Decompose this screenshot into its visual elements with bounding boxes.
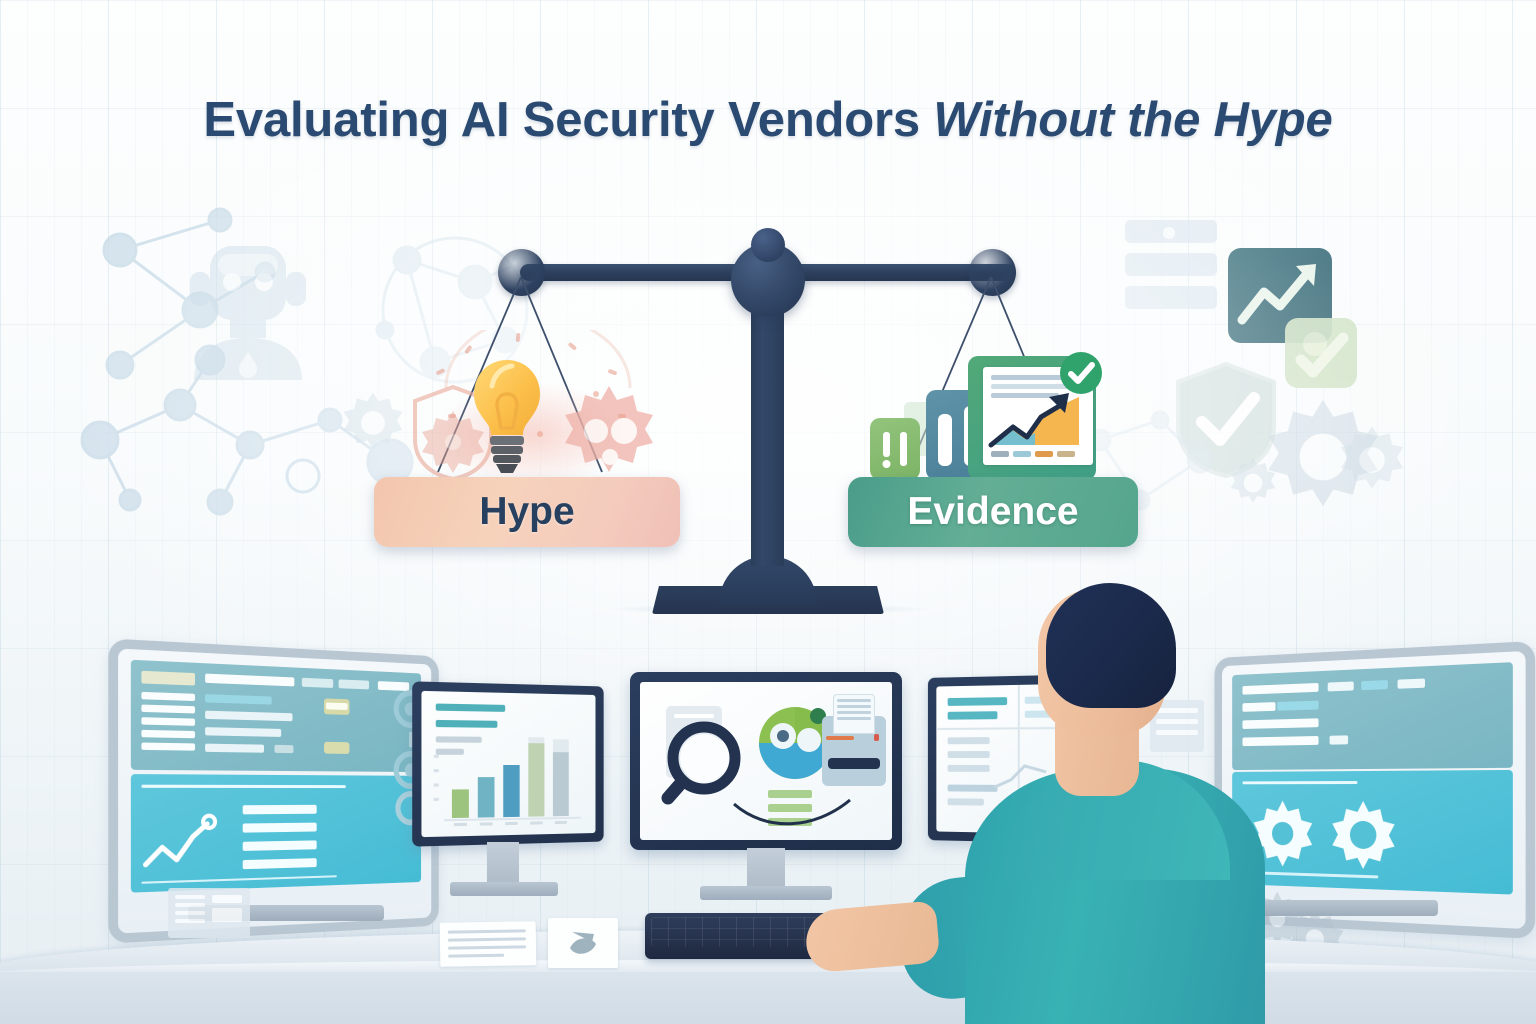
trend-chart-icon — [1228, 248, 1332, 343]
sparkle-icon — [436, 330, 632, 437]
gear-icon — [565, 386, 653, 472]
desk-front — [0, 972, 1536, 1024]
printer-icon — [822, 694, 886, 786]
monitor-far-right-base — [1248, 900, 1438, 916]
title-italic: Without the Hype — [933, 93, 1333, 147]
hand — [803, 900, 941, 974]
monitor-center-base — [700, 886, 832, 900]
shield-check-icon — [1172, 360, 1280, 480]
scale-knob-right — [969, 249, 1016, 296]
monitor-center-stand — [747, 848, 785, 890]
check-badge-icon — [1060, 352, 1102, 394]
search-icon — [661, 721, 741, 805]
gear-icon — [1268, 399, 1378, 507]
check-card-icon — [1285, 318, 1357, 388]
dashboard-table-panel — [130, 659, 422, 773]
donut-chart-icon — [759, 707, 831, 779]
paper-chart — [548, 918, 618, 968]
hype-label: Hype — [479, 490, 575, 533]
scale-top-knob — [751, 228, 785, 262]
scale-knob-left — [498, 249, 545, 296]
monitor-bar-chart[interactable] — [412, 681, 604, 847]
note-card — [168, 888, 250, 938]
monitor-bar-stand — [487, 842, 519, 886]
gear-icon — [1230, 458, 1276, 503]
alert-icon — [870, 418, 920, 480]
title-main: Evaluating AI Security Vendors — [203, 93, 934, 147]
dashboard-chart-panel — [130, 774, 422, 893]
evidence-label: Evidence — [907, 490, 1079, 533]
monitor-left-dashboard[interactable] — [108, 638, 439, 944]
robot-icon — [190, 246, 306, 380]
monitor-bar-base — [450, 882, 558, 896]
hair — [1046, 583, 1176, 708]
page-title: Evaluating AI Security Vendors Without t… — [0, 92, 1536, 148]
gear-icon — [1253, 800, 1395, 870]
connector-line — [733, 798, 851, 826]
scale-pan-hype[interactable]: Hype — [374, 477, 680, 547]
monitor-center-analysis[interactable] — [630, 672, 902, 850]
paper-document — [439, 921, 537, 967]
lightbulb-icon — [474, 360, 540, 473]
config-gears-panel — [1232, 769, 1513, 895]
bar-chart-graphic — [433, 737, 590, 827]
scale-column — [751, 300, 784, 566]
config-table-panel — [1232, 662, 1513, 771]
scale-pan-evidence[interactable]: Evidence — [848, 477, 1138, 547]
gear-icon — [1340, 426, 1404, 489]
